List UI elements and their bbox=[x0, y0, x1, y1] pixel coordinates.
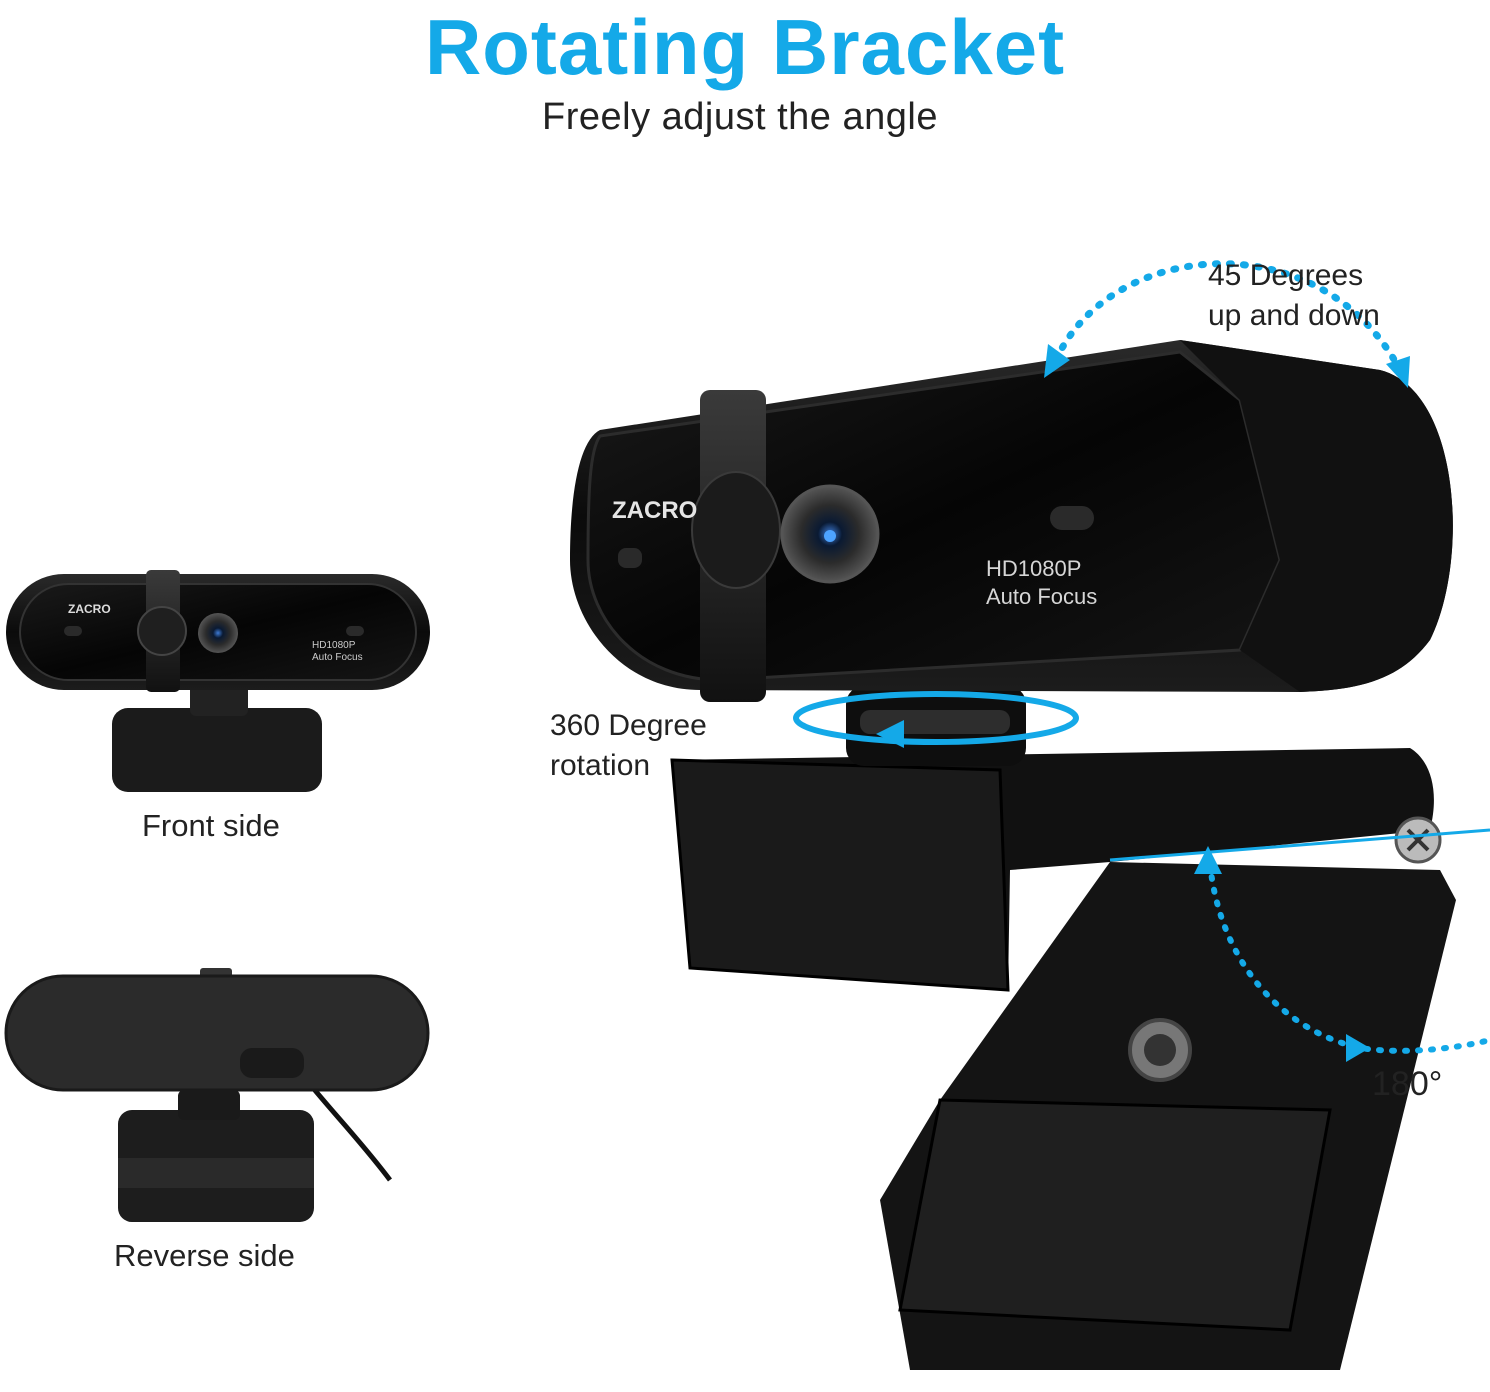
main-brand-logo: ZACRO bbox=[612, 497, 697, 524]
front-brand-logo: ZACRO bbox=[68, 602, 111, 616]
page-subtitle: Freely adjust the angle bbox=[542, 96, 938, 138]
reverse-side-camera bbox=[4, 968, 430, 1222]
bracket-angle-arrow bbox=[1109, 828, 1490, 1062]
main-feature-print: Auto Focus bbox=[986, 584, 1097, 609]
rotation-label-line1: 360 Degree bbox=[550, 709, 707, 742]
svg-text:HD1080P: HD1080P bbox=[312, 640, 356, 651]
page-title: Rotating Bracket bbox=[424, 3, 1066, 91]
front-side-caption: Front side bbox=[142, 808, 280, 843]
rotation-arrow bbox=[793, 691, 1079, 748]
svg-text:Auto Focus: Auto Focus bbox=[312, 652, 363, 663]
front-side-camera: ZACRO HD1080P Auto Focus bbox=[6, 570, 430, 792]
bracket-angle-label: 180° bbox=[1372, 1065, 1443, 1103]
tilt-label-line2: up and down bbox=[1208, 299, 1380, 332]
main-model-print: HD1080P bbox=[986, 556, 1081, 581]
reverse-side-caption: Reverse side bbox=[114, 1238, 295, 1273]
rotation-label-line2: rotation bbox=[550, 749, 651, 782]
tilt-arrow bbox=[1044, 260, 1410, 388]
tilt-label-line1: 45 Degrees bbox=[1208, 259, 1364, 292]
main-camera: ZACRO HD1080P Auto Focus bbox=[570, 340, 1456, 1370]
